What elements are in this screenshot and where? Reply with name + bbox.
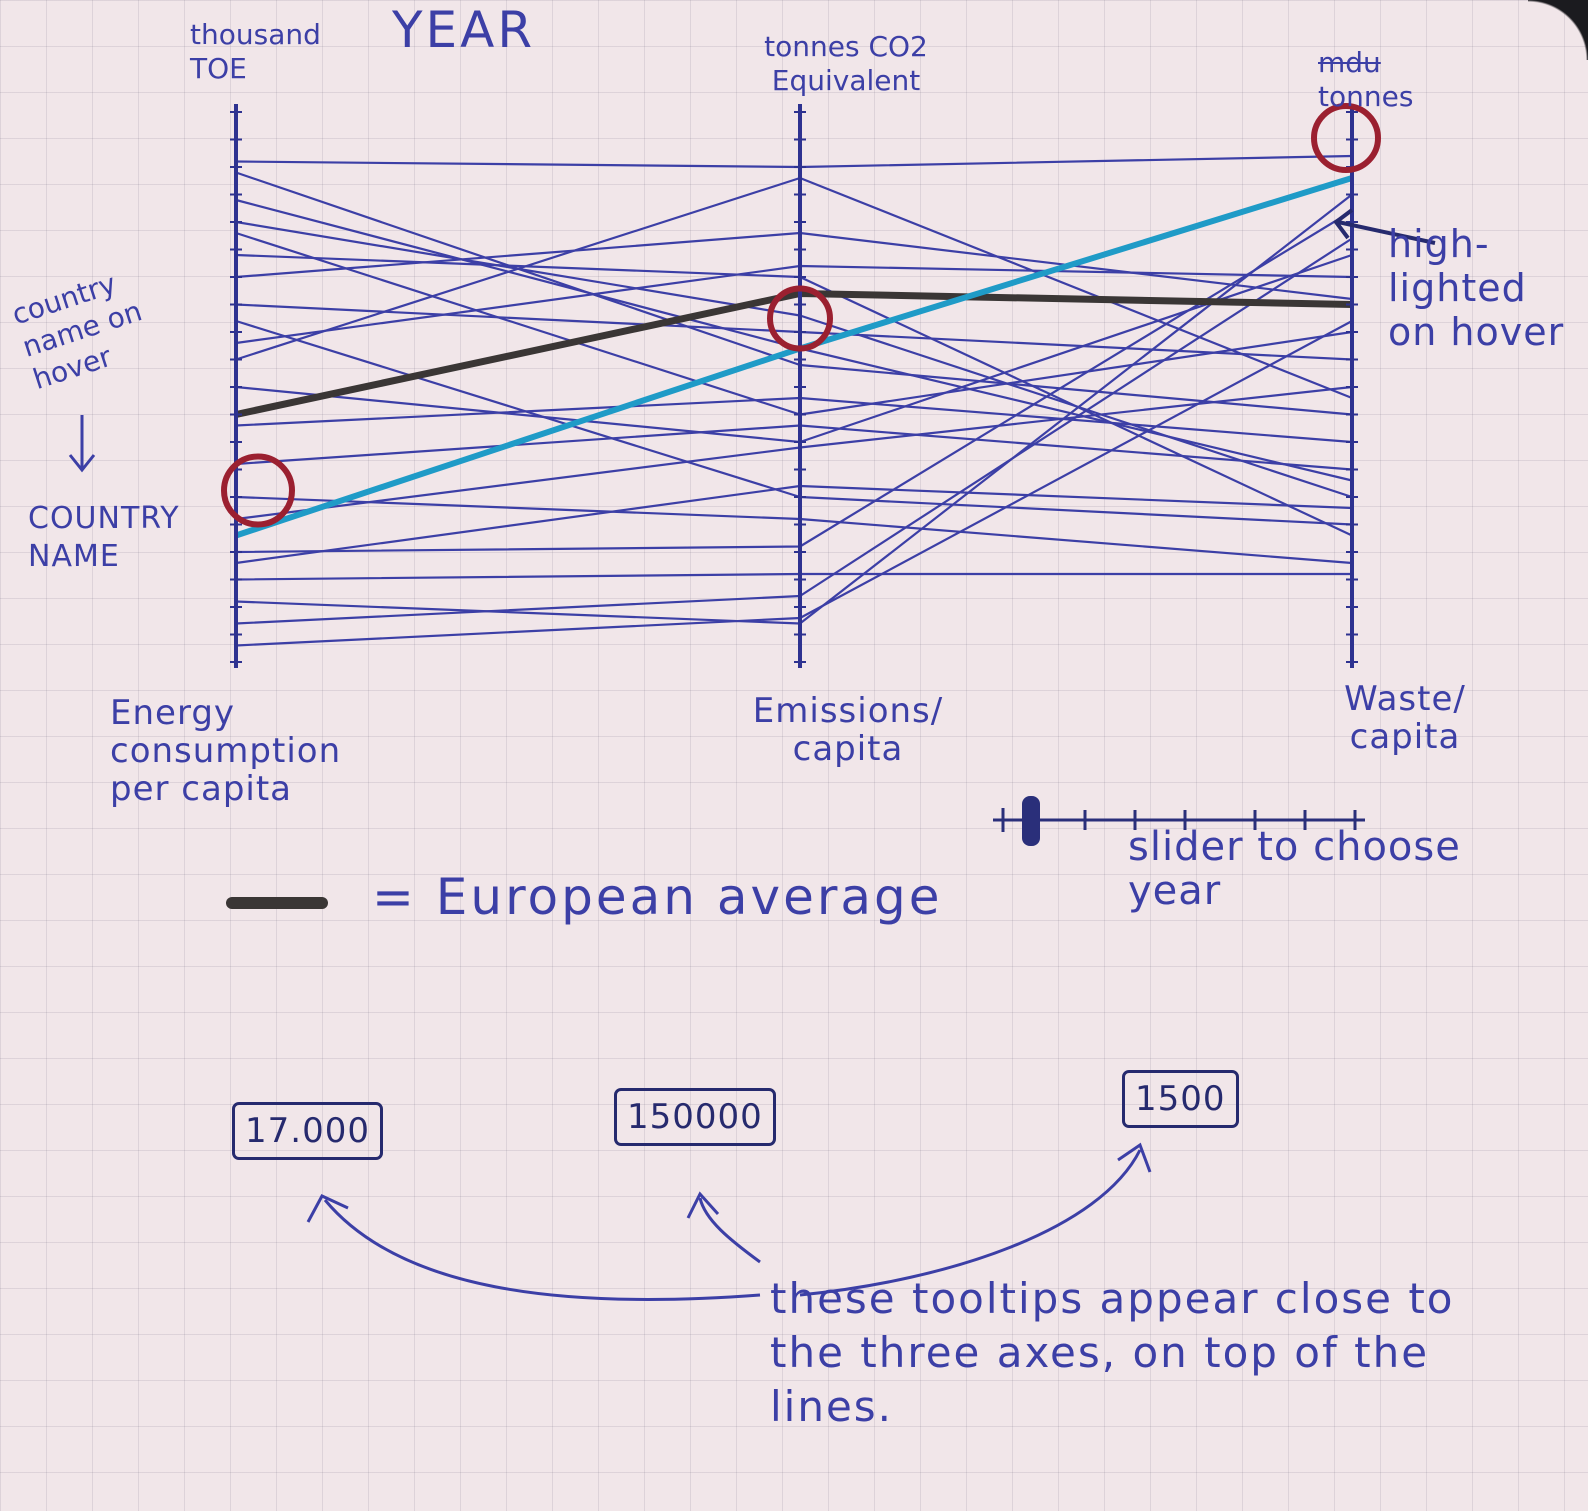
hover-marker-circle xyxy=(1311,103,1381,173)
axis-unit-emissions: tonnes CO2 Equivalent xyxy=(764,30,928,97)
axis-unit-waste-crossed: mdu xyxy=(1318,46,1381,79)
axis-unit-energy: thousand TOE xyxy=(190,18,321,85)
country-line[interactable] xyxy=(235,193,1353,625)
country-name-label: COUNTRY NAME xyxy=(28,501,180,574)
tooltip-arrows-icon xyxy=(306,1142,1152,1302)
legend-text: = European average xyxy=(372,868,943,926)
chart-lines xyxy=(235,154,1353,647)
hover-markers xyxy=(221,103,1381,528)
slider-note: slider to choose year xyxy=(1128,824,1461,914)
tooltip-waste: 1500 xyxy=(1122,1070,1239,1128)
tooltip-emissions: 150000 xyxy=(614,1088,776,1146)
country-line[interactable] xyxy=(235,495,1353,565)
notebook-corner xyxy=(1528,0,1588,60)
country-arrow-icon xyxy=(68,415,96,473)
axis-label-emissions: Emissions/ capita xyxy=(752,691,944,769)
tooltip-energy: 17.000 xyxy=(232,1102,383,1160)
year-slider-track xyxy=(993,808,1365,832)
axis-label-waste: Waste/ capita xyxy=(1344,679,1466,757)
country-line[interactable] xyxy=(235,154,1353,169)
axis-unit-waste: tonnes xyxy=(1318,80,1414,113)
tooltip-note: these tooltips appear close to the three… xyxy=(770,1274,1455,1431)
chart-axes xyxy=(230,104,1358,668)
axis-label-energy: Energy consumption per capita xyxy=(110,693,342,809)
highlight-note: high-lighted on hover xyxy=(1388,222,1565,354)
year-heading: YEAR xyxy=(392,1,536,59)
hover-marker-circle xyxy=(767,285,833,352)
highlight-arrow-icon xyxy=(1333,208,1436,245)
year-slider-handle[interactable] xyxy=(1022,796,1040,846)
decorations xyxy=(68,208,1436,1302)
hover-marker-circle xyxy=(221,453,295,528)
country-line[interactable] xyxy=(235,198,1353,482)
